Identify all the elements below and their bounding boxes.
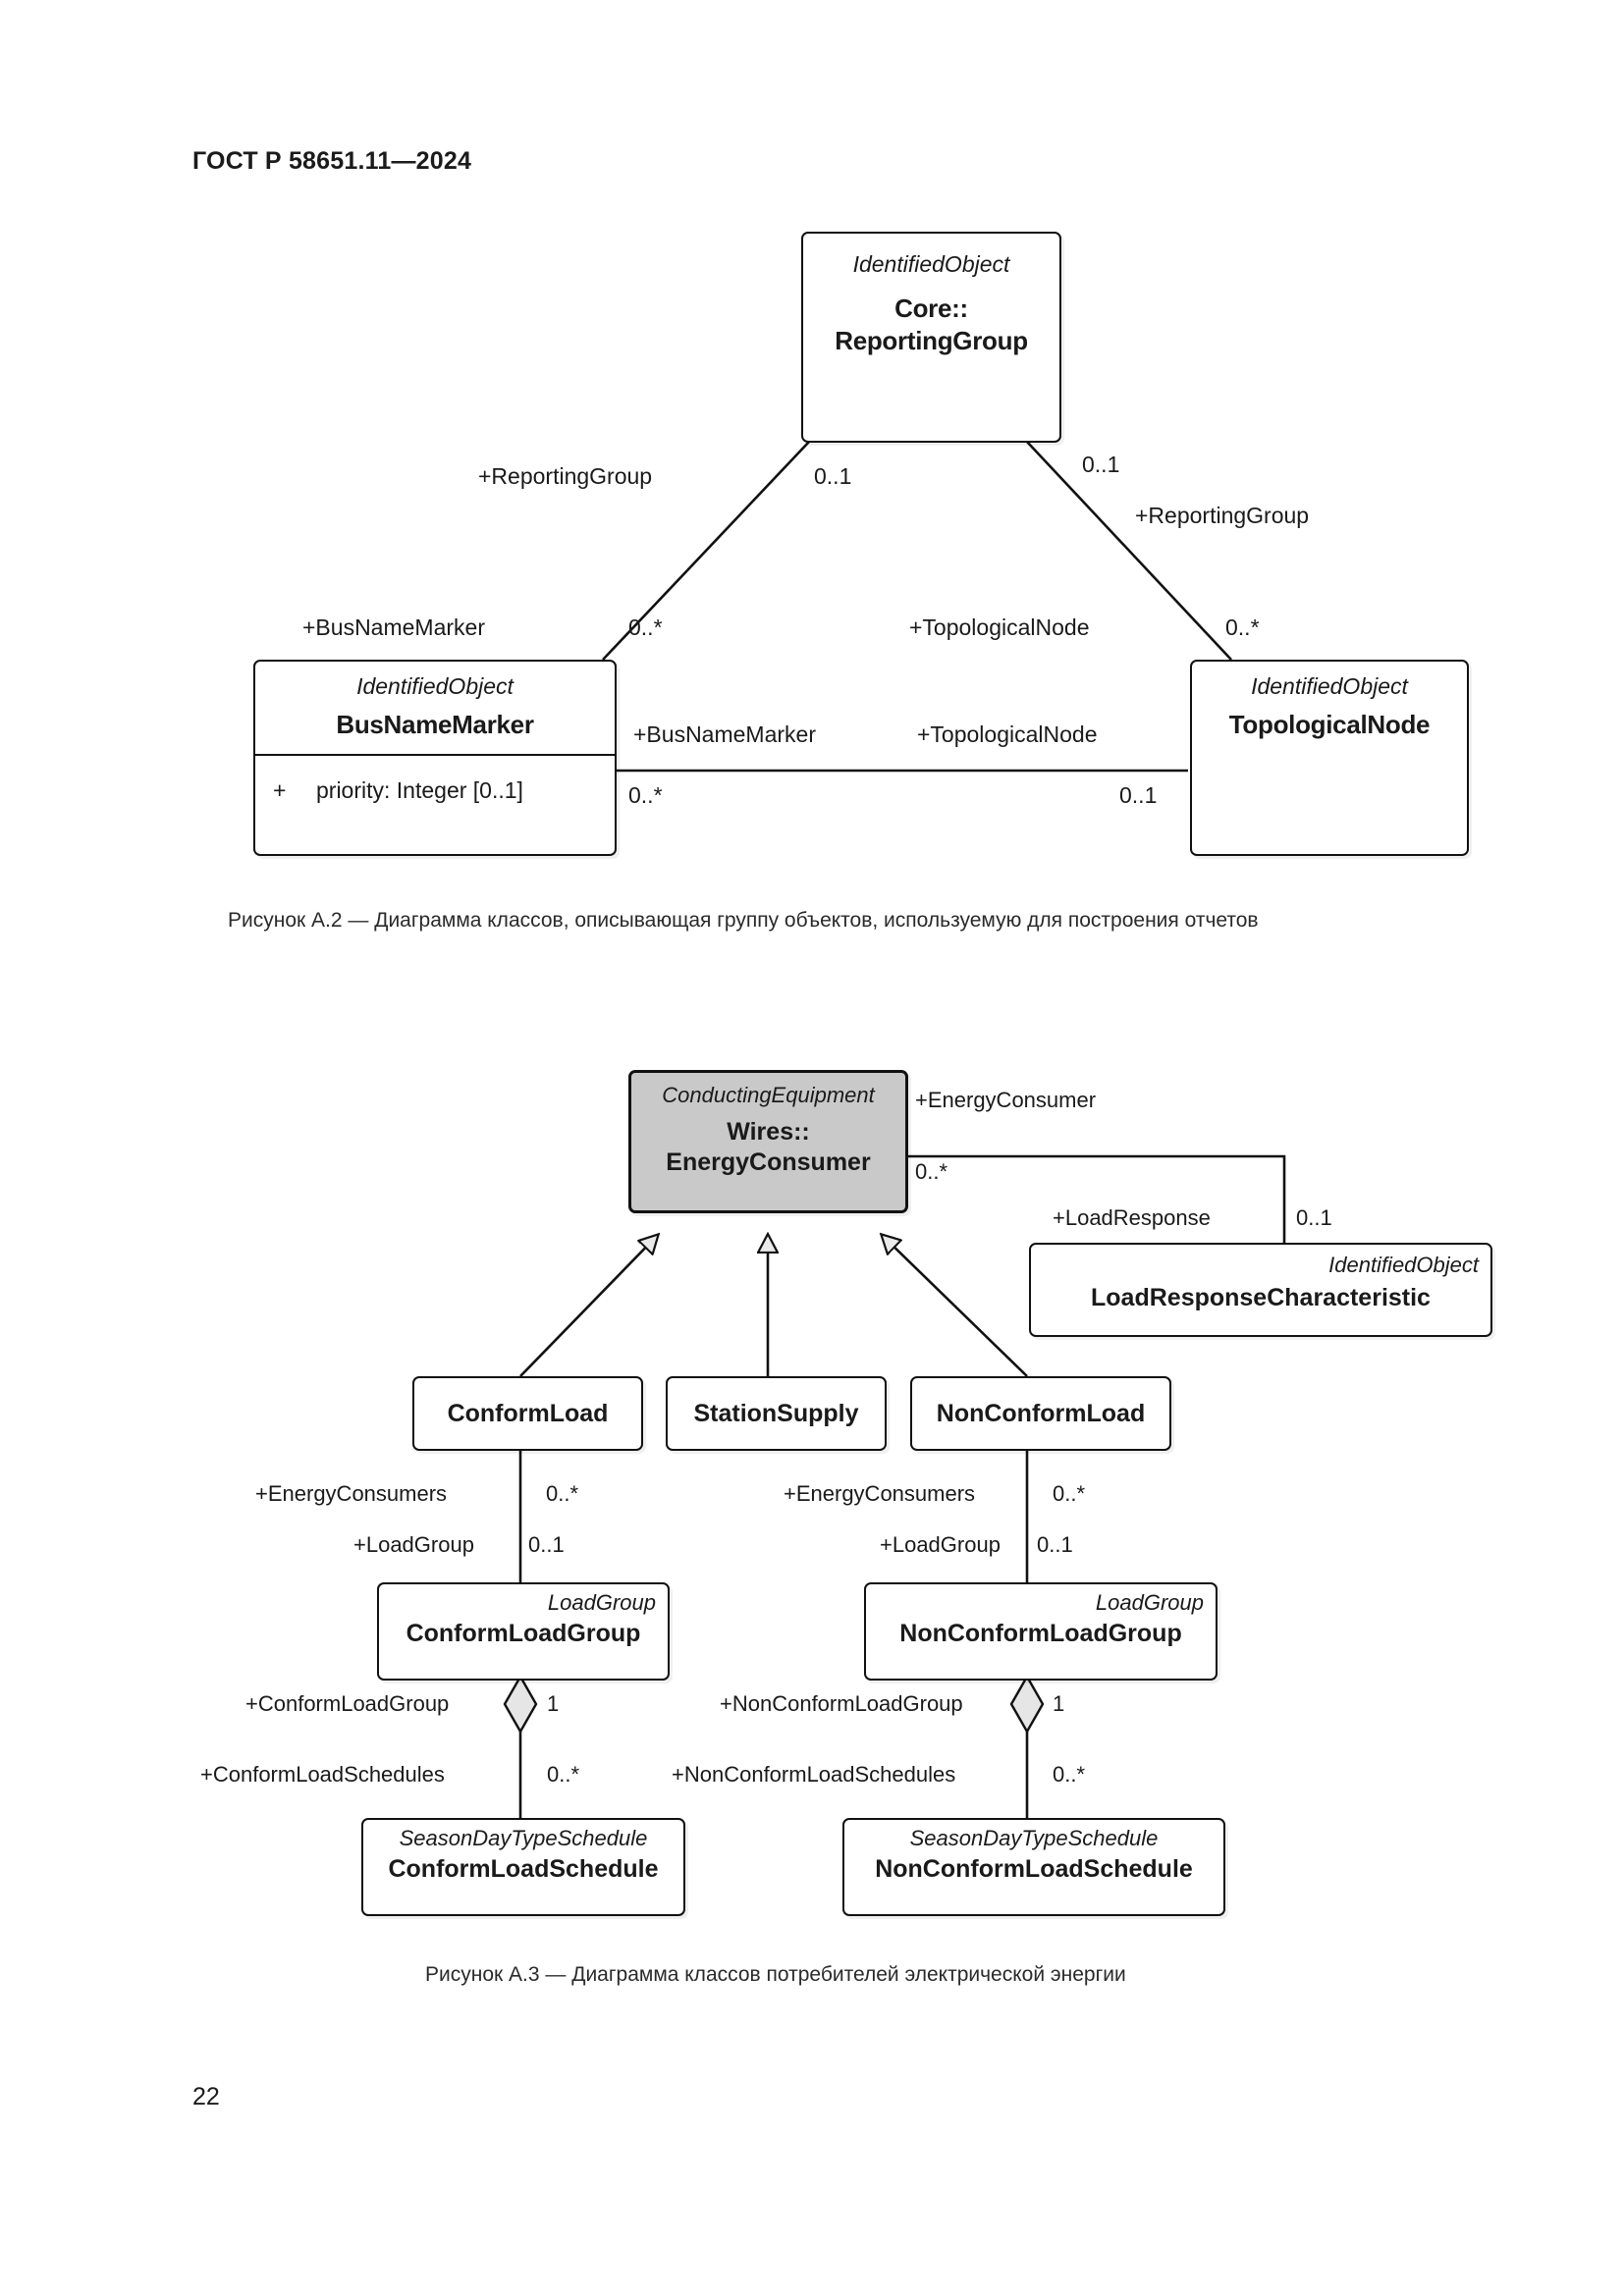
class-name: NonConformLoad (936, 1400, 1146, 1427)
class-name: ConformLoadGroup (406, 1620, 641, 1647)
edge-label-load-response-role: +LoadResponse (1053, 1205, 1211, 1230)
class-name: LoadResponseCharacteristic (1091, 1284, 1431, 1311)
class-stereotype: SeasonDayTypeSchedule (909, 1826, 1159, 1850)
edge-label-non-conform-load-consumers-role: +EnergyConsumers (784, 1481, 976, 1506)
class-name: NonConformLoadGroup (899, 1620, 1182, 1647)
attribute-priority: priority: Integer [0..1] (316, 777, 523, 803)
edge-label-conform-load-consumers-role: +EnergyConsumers (255, 1481, 448, 1506)
class-box-non-conform-load[interactable]: NonConformLoad (910, 1376, 1171, 1451)
class-name: BusNameMarker (336, 710, 534, 739)
edge-label-topological-node-top-role: +TopologicalNode (909, 614, 1090, 640)
class-name: StationSupply (693, 1400, 859, 1427)
class-box-energy-consumer[interactable]: ConductingEquipment Wires:: EnergyConsum… (628, 1070, 908, 1213)
edge-label-conform-load-schedules-mult: 0..* (547, 1762, 580, 1787)
class-box-conform-load-group[interactable]: LoadGroup ConformLoadGroup (377, 1582, 670, 1681)
edge-label-bus-name-marker-top-role: +BusNameMarker (302, 614, 485, 640)
edge-label-non-conform-load-group-agg-role: +NonConformLoadGroup (720, 1691, 963, 1716)
edge-label-non-conform-load-group-mult: 0..1 (1037, 1532, 1073, 1557)
class-name-line1: Core:: (894, 294, 968, 323)
class-name: NonConformLoadSchedule (875, 1855, 1193, 1883)
class-stereotype: LoadGroup (1095, 1590, 1204, 1615)
class-box-bus-name-marker[interactable]: IdentifiedObject BusNameMarker + priorit… (253, 660, 617, 856)
edge-label-reporting-group-right-mult: 0..1 (1082, 452, 1120, 477)
edge-label-conform-load-group-mult: 0..1 (528, 1532, 565, 1557)
class-name: ConformLoad (447, 1400, 609, 1427)
edge-label-reporting-group-left-role: +ReportingGroup (478, 463, 653, 489)
edge-label-conform-load-group-role: +LoadGroup (353, 1532, 474, 1557)
class-name: TopologicalNode (1228, 710, 1431, 739)
edge-label-non-conform-load-group-agg-mult: 1 (1053, 1691, 1065, 1716)
class-box-non-conform-load-group[interactable]: LoadGroup NonConformLoadGroup (864, 1582, 1218, 1681)
figure-a2-caption: Рисунок А.2 — Диаграмма классов, описыва… (228, 909, 1259, 932)
document-header: ГОСТ Р 58651.11—2024 (192, 147, 472, 175)
edge-label-non-conform-load-consumers-mult: 0..* (1053, 1481, 1086, 1506)
edge-label-conform-load-schedules-role: +ConformLoadSchedules (200, 1762, 445, 1787)
edge-label-reporting-group-right-role: +ReportingGroup (1135, 503, 1310, 528)
class-name: ConformLoadSchedule (388, 1855, 659, 1883)
class-name-line2: EnergyConsumer (666, 1148, 871, 1176)
class-box-conform-load-schedule[interactable]: SeasonDayTypeSchedule ConformLoadSchedul… (361, 1818, 685, 1916)
class-stereotype: IdentifiedObject (1251, 673, 1408, 699)
attributes-compartment: + priority: Integer [0..1] (255, 754, 615, 839)
edge-label-conform-load-consumers-mult: 0..* (546, 1481, 579, 1506)
edge-label-mid-left-mult: 0..* (628, 782, 663, 808)
edge-label-bus-name-marker-top-mult: 0..* (628, 614, 663, 640)
class-stereotype: SeasonDayTypeSchedule (399, 1826, 648, 1850)
figure-a3-caption: Рисунок А.3 — Диаграмма классов потребит… (425, 1963, 1126, 1986)
edge-label-energy-consumer-role: +EnergyConsumer (915, 1088, 1097, 1112)
edge-label-non-conform-load-schedules-role: +NonConformLoadSchedules (672, 1762, 956, 1787)
class-box-station-supply[interactable]: StationSupply (666, 1376, 887, 1451)
edge-label-non-conform-load-schedules-mult: 0..* (1053, 1762, 1086, 1787)
edge-label-energy-consumer-mult: 0..* (915, 1159, 948, 1184)
page-number: 22 (192, 2083, 220, 2110)
class-name-line2: ReportingGroup (835, 326, 1028, 355)
edge-label-non-conform-load-group-role: +LoadGroup (880, 1532, 1001, 1557)
class-box-reporting-group[interactable]: IdentifiedObject Core:: ReportingGroup (801, 232, 1061, 443)
edge-label-conform-load-group-agg-role: +ConformLoadGroup (245, 1691, 450, 1716)
class-stereotype: IdentifiedObject (1328, 1253, 1479, 1277)
class-box-non-conform-load-schedule[interactable]: SeasonDayTypeSchedule NonConformLoadSche… (842, 1818, 1225, 1916)
attribute-visibility: + (273, 777, 287, 803)
edge-label-reporting-group-left-mult: 0..1 (814, 463, 852, 489)
edge-label-mid-right-mult: 0..1 (1119, 782, 1158, 808)
class-name-line1: Wires:: (727, 1118, 810, 1146)
edge-label-topological-node-top-mult: 0..* (1225, 614, 1260, 640)
class-box-load-response-characteristic[interactable]: IdentifiedObject LoadResponseCharacteris… (1029, 1243, 1492, 1337)
edge-label-mid-right-role: +TopologicalNode (917, 721, 1098, 747)
class-stereotype: IdentifiedObject (852, 251, 1010, 277)
class-stereotype: LoadGroup (547, 1590, 656, 1615)
class-stereotype: IdentifiedObject (356, 673, 514, 699)
edge-label-load-response-mult: 0..1 (1296, 1205, 1332, 1230)
class-stereotype: ConductingEquipment (662, 1083, 875, 1107)
class-box-topological-node[interactable]: IdentifiedObject TopologicalNode (1190, 660, 1469, 856)
edge-label-mid-left-role: +BusNameMarker (633, 721, 816, 747)
edge-label-conform-load-group-agg-mult: 1 (547, 1691, 560, 1716)
class-box-conform-load[interactable]: ConformLoad (412, 1376, 643, 1451)
